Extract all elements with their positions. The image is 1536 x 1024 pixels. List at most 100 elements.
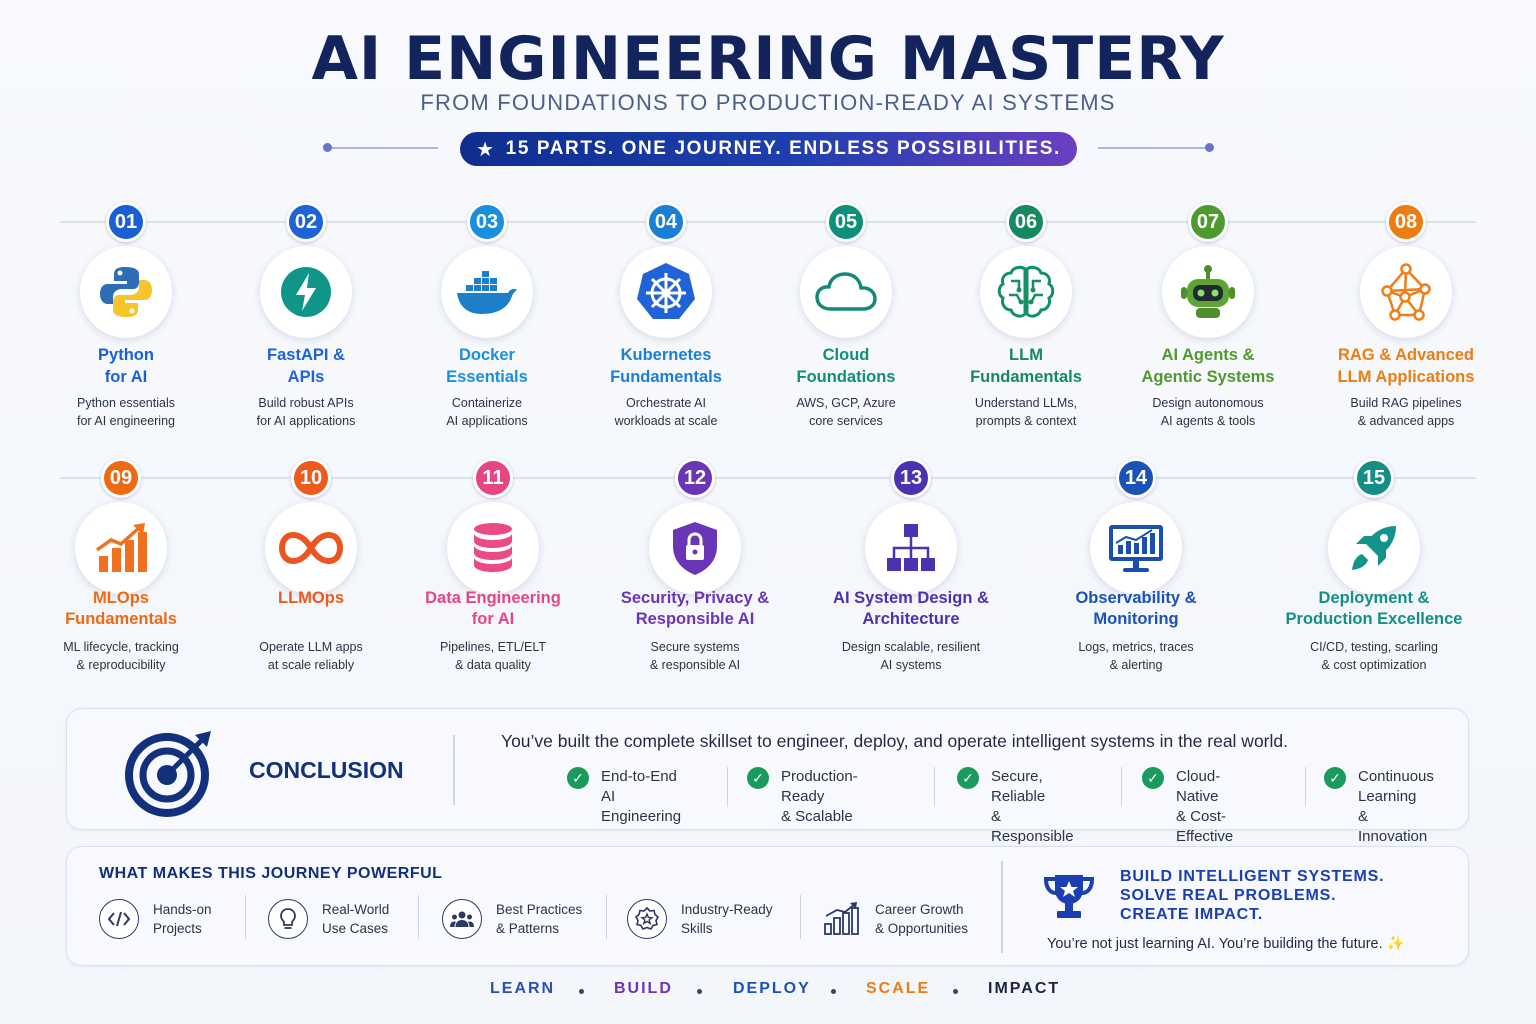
target-icon <box>125 731 211 817</box>
footer-separator-dot <box>579 989 584 994</box>
journey-card: WHAT MAKES THIS JOURNEY POWERFUL Hands-o… <box>66 846 1469 966</box>
monitor-icon <box>1090 502 1182 594</box>
robot-icon <box>1162 246 1254 338</box>
step-title: Observability &Monitoring <box>1075 589 1197 628</box>
hierarchy-icon <box>865 502 957 594</box>
timeline-row-1 <box>60 221 1476 223</box>
step-number-badge: 07 <box>1188 202 1228 242</box>
database-icon <box>447 502 539 594</box>
footer-word: DEPLOY <box>733 980 811 997</box>
step-number-badge: 10 <box>291 458 331 498</box>
conclusion-item-separator <box>934 767 935 807</box>
journey-feature: Best Practices& Patterns <box>442 899 582 939</box>
fastapi-icon <box>260 246 352 338</box>
step-number-badge: 03 <box>467 202 507 242</box>
journey-feature-label: Best Practices& Patterns <box>496 902 583 936</box>
python-icon <box>80 246 172 338</box>
step-title: Deployment &Production Excellence <box>1285 589 1463 628</box>
trophy-icon <box>1043 875 1095 918</box>
step-number-badge: 13 <box>891 458 931 498</box>
page-subtitle: FROM FOUNDATIONS TO PRODUCTION-READY AI … <box>420 90 1116 115</box>
check-icon: ✓ <box>1142 767 1164 789</box>
step-description: Logs, metrics, traces& alerting <box>1078 640 1194 672</box>
step-number-badge: 14 <box>1116 458 1156 498</box>
kubernetes-icon <box>620 246 712 338</box>
step-description: CI/CD, testing, scarling& cost optimizat… <box>1310 640 1438 672</box>
step-number-badge: 11 <box>473 458 513 498</box>
step-number-badge: 12 <box>675 458 715 498</box>
step-title: AI Agents &Agentic Systems <box>1141 346 1275 386</box>
journey-feature-separator <box>245 895 246 939</box>
step-number-badge: 06 <box>1006 202 1046 242</box>
journey-feature-separator <box>418 895 419 939</box>
footer-separator-dot <box>697 989 702 994</box>
step-title: LLMOps <box>278 589 344 607</box>
team-icon <box>442 899 482 939</box>
banner-row: ★ 15 PARTS. ONE JOURNEY. ENDLESS POSSIBI… <box>0 132 1536 168</box>
footer-separator-dot <box>831 989 836 994</box>
page-title: AI ENGINEERING MASTERY <box>311 24 1225 94</box>
sparkle-icon: ✨ <box>1386 936 1405 952</box>
step-title: FastAPI &APIs <box>267 346 345 386</box>
conclusion-text: You’ve built the complete skillset to en… <box>501 731 1288 751</box>
banner-text: 15 PARTS. ONE JOURNEY. ENDLESS POSSIBILI… <box>505 138 1061 159</box>
step-title: Security, Privacy &Responsible AI <box>620 589 770 628</box>
network-icon <box>1360 246 1452 338</box>
footer-word: SCALE <box>866 980 931 997</box>
brain-icon <box>980 246 1072 338</box>
tagline-banner: ★ 15 PARTS. ONE JOURNEY. ENDLESS POSSIBI… <box>460 132 1077 166</box>
journey-divider <box>1001 861 1003 953</box>
step-number-badge: 04 <box>646 202 686 242</box>
check-icon: ✓ <box>1324 767 1346 789</box>
growth-chart-icon <box>75 502 167 594</box>
conclusion-item: ✓Secure, Reliable& Responsible <box>957 767 1074 845</box>
step-number-badge: 09 <box>101 458 141 498</box>
shield-lock-icon <box>649 502 741 594</box>
banner-divider-right <box>1098 147 1210 149</box>
step-number-badge: 15 <box>1354 458 1394 498</box>
check-icon: ✓ <box>747 767 769 789</box>
conclusion-item-separator <box>1121 767 1122 807</box>
infinity-icon <box>265 502 357 594</box>
step-number-badge: 05 <box>826 202 866 242</box>
footer-word: IMPACT <box>988 980 1061 997</box>
docker-icon <box>441 246 533 338</box>
conclusion-item-label: Continuous Learning& Innovation <box>1358 768 1434 845</box>
timeline-row-2 <box>60 477 1476 479</box>
conclusion-item-separator <box>1305 767 1306 807</box>
step-number-badge: 02 <box>286 202 326 242</box>
journey-feature-label: Career Growth& Opportunities <box>875 902 969 936</box>
code-icon <box>99 899 139 939</box>
step-number-badge: 01 <box>106 202 146 242</box>
conclusion-item-label: Production-Ready& Scalable <box>781 768 858 825</box>
step-description: Build RAG pipelines& advanced apps <box>1350 396 1462 428</box>
conclusion-item-label: Secure, Reliable& Responsible <box>991 768 1074 845</box>
footer-word: LEARN <box>490 980 556 997</box>
conclusion-card: CONCLUSION You’ve built the complete ski… <box>66 708 1469 845</box>
check-icon: ✓ <box>567 767 589 789</box>
conclusion-item: ✓ Production-Ready& Scalable <box>747 767 858 825</box>
step-description: Secure systems& responsible AI <box>649 640 741 672</box>
lightbulb-icon <box>268 899 308 939</box>
cta-text: BUILD INTELLIGENT SYSTEMS.SOLVE REAL PRO… <box>1120 868 1385 923</box>
bar-growth-icon <box>821 902 861 936</box>
banner-dot-left <box>323 143 332 152</box>
conclusion-divider <box>453 735 455 805</box>
